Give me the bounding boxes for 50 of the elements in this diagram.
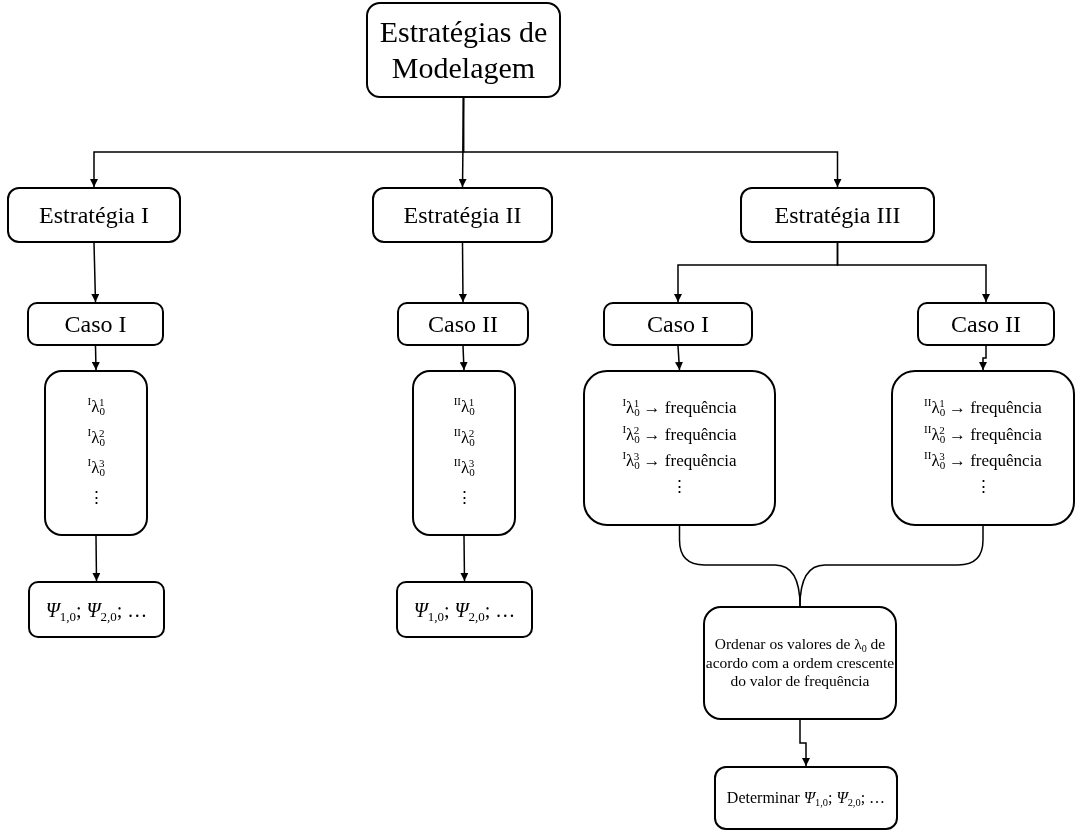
formula-text: $^{I}$λ$_{0}$$^{1}$ → frequência	[622, 398, 737, 419]
arrow	[799, 719, 810, 767]
arrow	[459, 345, 468, 371]
process-box	[703, 606, 897, 720]
ellipsis-text: ⋮	[87, 488, 105, 509]
strategy-box	[372, 187, 553, 243]
node-label: Ordenar os valores de λ$_{0}$ de acordo com a ordem crescente do valor de frequência	[705, 635, 895, 691]
node-label: Caso I	[647, 309, 709, 339]
arrow	[836, 242, 990, 303]
value-list-box	[412, 370, 516, 536]
result-box	[714, 766, 898, 830]
formula-text: $^{II}$λ$_{0}$$^{1}$ → frequência	[924, 398, 1042, 419]
node-label: Ψ$_{1,0}$; Ψ$_{2,0}$; …	[45, 597, 148, 622]
arrow	[92, 535, 101, 582]
formula-text: $^{I}$λ$_{0}$$^{2}$ → frequência	[622, 424, 737, 445]
case-box	[397, 302, 529, 346]
node-label: Ψ$_{1,0}$; Ψ$_{2,0}$; …	[413, 597, 516, 622]
value-list-box	[891, 370, 1075, 526]
value-list-box	[44, 370, 148, 536]
ellipsis-text: ⋮	[671, 477, 688, 498]
ellipsis-text: ⋮	[455, 488, 473, 509]
node-label: Estratégia II	[403, 200, 522, 230]
arrow	[675, 345, 683, 371]
arrow	[979, 345, 987, 371]
arrow	[460, 535, 469, 582]
node-label: Caso II	[951, 309, 1021, 339]
arrow	[91, 242, 100, 303]
formula-text: $^{II}$λ$_{0}$$^{3}$ → frequência	[924, 451, 1042, 472]
connector-line	[799, 525, 984, 607]
node-label: Estratégia III	[774, 200, 901, 230]
result-box	[28, 581, 165, 638]
arrow	[91, 345, 100, 371]
value-list-box	[583, 370, 776, 526]
arrow	[462, 97, 842, 188]
case-box	[27, 302, 164, 346]
node-label: Estratégia I	[39, 200, 149, 230]
node-label: Caso I	[64, 309, 127, 339]
strategy-box	[7, 187, 181, 243]
formula-text: $^{I}$λ$_{0}$$^{3}$ → frequência	[622, 451, 737, 472]
result-box	[396, 581, 533, 638]
node-label: Estratégias de Modelagem	[378, 14, 549, 86]
arrow	[458, 242, 467, 303]
case-box	[917, 302, 1055, 346]
ellipsis-text: ⋮	[974, 477, 992, 498]
case-box	[603, 302, 753, 346]
formula-text: $^{II}$λ$_{0}$$^{2}$ → frequência	[924, 424, 1042, 445]
title-box	[366, 2, 561, 98]
node-label: Determinar Ψ$_{1,0}$; Ψ$_{2,0}$; …	[726, 788, 886, 808]
node-label: Caso II	[428, 309, 498, 339]
strategy-box	[740, 187, 935, 243]
